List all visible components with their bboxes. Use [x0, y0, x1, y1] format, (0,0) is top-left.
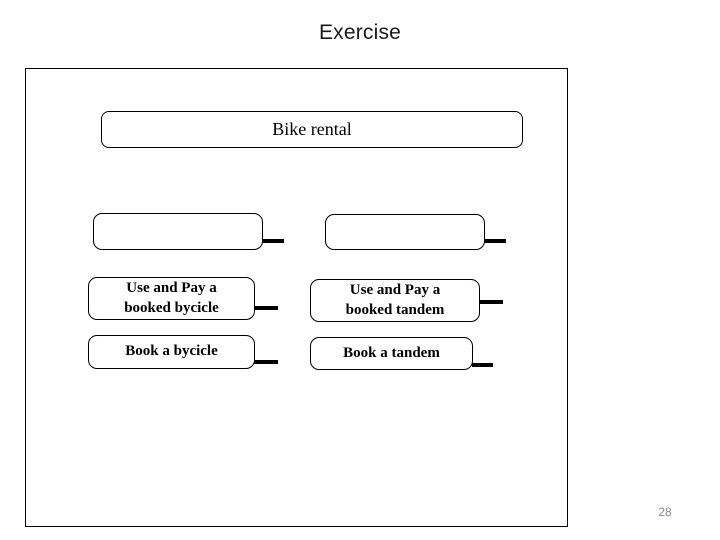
connector-stub-book-tandem — [472, 363, 493, 367]
node-book-bycicle: Book a bycicle — [88, 335, 255, 369]
node-placeholder-left — [93, 213, 263, 250]
connector-stub-placeholder-right — [484, 239, 506, 243]
node-book-tandem-label: Book a tandem — [343, 344, 440, 361]
page-number: 28 — [658, 505, 672, 519]
connector-stub-use-pay-bycicle — [254, 306, 278, 310]
node-book-bycicle-label: Book a bycicle — [125, 343, 218, 360]
connector-stub-use-pay-tandem — [479, 300, 503, 304]
connector-stub-placeholder-left — [262, 239, 284, 243]
node-book-tandem: Book a tandem — [310, 337, 473, 370]
node-bike-rental: Bike rental — [101, 111, 523, 148]
node-placeholder-right — [325, 214, 485, 250]
node-use-pay-bycicle: Use and Pay a booked bycicle — [88, 277, 255, 320]
connector-stub-book-bycicle — [254, 360, 278, 364]
node-use-pay-bycicle-label: Use and Pay a booked bycicle — [124, 280, 219, 316]
node-use-pay-tandem-label: Use and Pay a booked tandem — [345, 282, 445, 318]
node-use-pay-tandem: Use and Pay a booked tandem — [310, 279, 480, 322]
node-bike-rental-label: Bike rental — [272, 118, 352, 139]
slide-title: Exercise — [318, 21, 402, 44]
